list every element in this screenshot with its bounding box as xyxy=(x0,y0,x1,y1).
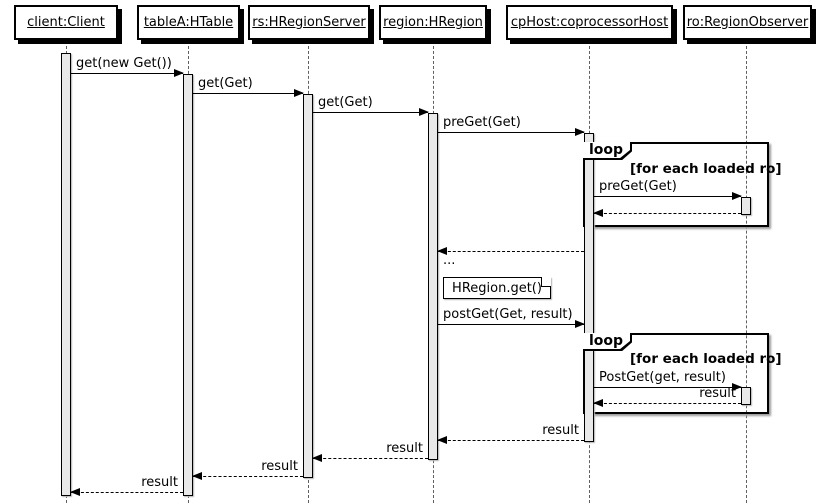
activation-ro-1 xyxy=(741,197,751,215)
activation-tablea xyxy=(183,74,193,496)
arrowhead-left-icon xyxy=(70,488,80,496)
message-line xyxy=(438,132,584,133)
loop-tab-2-bg xyxy=(583,333,630,349)
loop-tab-1-bg xyxy=(583,142,630,158)
activation-region xyxy=(428,113,438,460)
return-line xyxy=(438,251,584,252)
return-result-client-label: result xyxy=(141,475,178,490)
return-line xyxy=(193,476,303,477)
loop-operator-2: loop xyxy=(589,333,624,349)
message-get-get-1-label: get(Get) xyxy=(198,76,253,91)
return-line xyxy=(594,403,741,404)
participant-cphost-label: cpHost:coprocessorHost xyxy=(510,15,669,30)
message-line xyxy=(71,73,183,74)
participant-client: client:Client xyxy=(14,5,118,40)
message-get-get-2-label: get(Get) xyxy=(318,95,373,110)
note-fold-icon xyxy=(541,277,551,287)
arrowhead-left-icon xyxy=(593,399,603,407)
return-result-region-label: result xyxy=(542,423,579,438)
arrowhead-right-icon xyxy=(575,128,585,136)
arrowhead-left-icon xyxy=(437,247,447,255)
activation-ro-2 xyxy=(741,387,751,405)
return-result-tablea-label: result xyxy=(261,459,298,474)
participant-tablea-label: tableA:HTable xyxy=(143,15,234,30)
participant-tablea: tableA:HTable xyxy=(137,5,240,40)
participant-client-label: client:Client xyxy=(27,15,105,30)
loop-tab-1: loop xyxy=(583,142,632,160)
message-line xyxy=(438,324,584,325)
note-text: HRegion.get() xyxy=(452,280,542,296)
message-preget-cphost-label: preGet(Get) xyxy=(443,115,521,130)
participant-ro-label: ro:RegionObserver xyxy=(686,15,809,30)
return-postget-result-label: result xyxy=(699,386,736,401)
participant-ro: ro:RegionObserver xyxy=(683,5,812,40)
arrowhead-right-icon xyxy=(419,108,429,116)
arrowhead-right-icon xyxy=(575,320,585,328)
arrowhead-left-icon xyxy=(312,454,322,462)
arrowhead-left-icon xyxy=(593,209,603,217)
participant-rs: rs:HRegionServer xyxy=(248,5,370,40)
message-line xyxy=(594,387,741,388)
arrowhead-left-icon xyxy=(437,436,447,444)
message-postget-ro-label: PostGet(get, result) xyxy=(599,370,726,385)
message-get-new-get-label: get(new Get()) xyxy=(76,56,172,71)
activation-client xyxy=(61,53,71,496)
return-line xyxy=(438,440,584,441)
message-postget-cphost-label: postGet(Get, result) xyxy=(443,307,573,322)
message-line xyxy=(193,93,303,94)
activation-cphost xyxy=(584,133,594,442)
return-line xyxy=(594,213,741,214)
participant-region: region:HRegion xyxy=(379,5,487,40)
participant-region-label: region:HRegion xyxy=(383,15,483,30)
return-result-rs-label: result xyxy=(386,441,423,456)
arrowhead-right-icon xyxy=(174,69,184,77)
loop-operator-1: loop xyxy=(589,142,624,158)
arrowhead-right-icon xyxy=(732,383,742,391)
arrowhead-right-icon xyxy=(732,192,742,200)
ellipsis-text: ... xyxy=(443,253,456,268)
participant-rs-label: rs:HRegionServer xyxy=(252,15,366,30)
loop-guard-2: [for each loaded ro] xyxy=(630,351,782,367)
activation-rs xyxy=(303,94,313,478)
participant-cphost: cpHost:coprocessorHost xyxy=(506,5,673,40)
note-hregion-get: HRegion.get() xyxy=(443,277,551,299)
loop-guard-1: [for each loaded ro] xyxy=(630,161,782,177)
message-line xyxy=(594,196,741,197)
loop-tab-2: loop xyxy=(583,333,632,351)
message-preget-ro-label: preGet(Get) xyxy=(599,179,677,194)
message-line xyxy=(313,112,428,113)
return-line xyxy=(71,492,183,493)
return-line xyxy=(313,458,428,459)
lifeline-ro xyxy=(746,41,747,503)
arrowhead-right-icon xyxy=(294,89,304,97)
arrowhead-left-icon xyxy=(192,472,202,480)
